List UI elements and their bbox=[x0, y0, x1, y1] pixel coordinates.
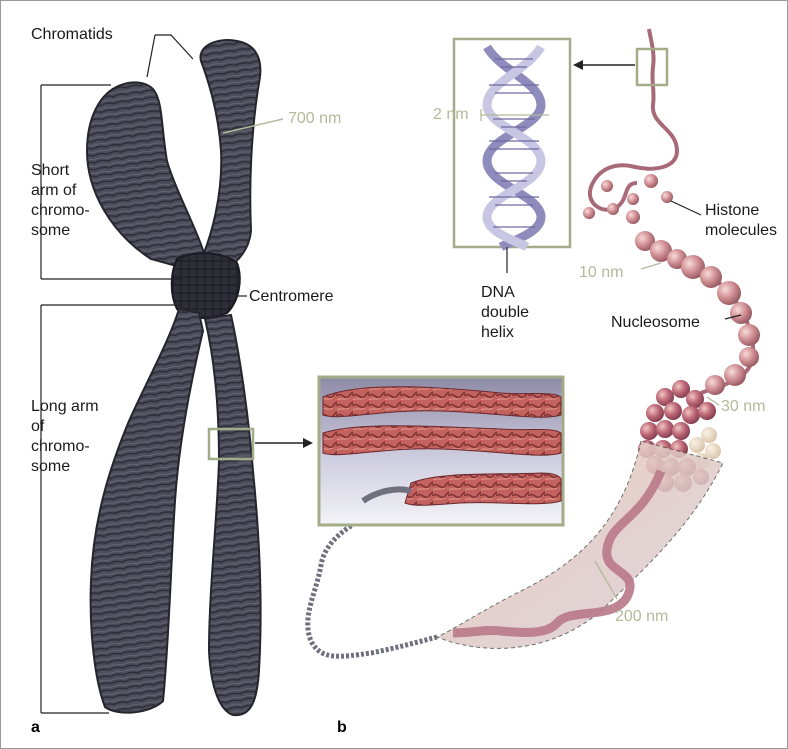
chromatid-right-upper bbox=[197, 40, 260, 271]
panel-label-b: b bbox=[337, 719, 347, 737]
chromatid-left-lower bbox=[91, 309, 203, 713]
measure-30nm: 30 nm bbox=[721, 397, 765, 417]
chromatid-left-upper bbox=[87, 82, 209, 275]
measure-2nm: 2 nm bbox=[433, 105, 469, 125]
label-chromatids: Chromatids bbox=[31, 25, 113, 45]
label-short-arm: Short arm of chromo- some bbox=[31, 161, 99, 241]
label-centromere: Centromere bbox=[249, 287, 333, 307]
label-long-arm: Long arm of chromo- some bbox=[31, 397, 99, 477]
measure-200nm: 200 nm bbox=[615, 607, 668, 627]
histone-molecules bbox=[583, 174, 673, 224]
label-nucleosome: Nucleosome bbox=[611, 313, 700, 333]
measure-10nm-line bbox=[641, 263, 661, 269]
label-dna-double-helix: DNA double helix bbox=[481, 283, 553, 343]
histone-leader bbox=[671, 201, 701, 215]
label-histone-molecules: Histone molecules bbox=[705, 201, 781, 241]
chromatin-loop-inset bbox=[319, 377, 563, 525]
panel-label-a: a bbox=[31, 719, 40, 737]
chromosome-illustration bbox=[87, 40, 313, 715]
centromere-knot bbox=[172, 253, 240, 318]
dna-zoom-arrow-head bbox=[573, 60, 583, 70]
zoom-arrow-head bbox=[303, 438, 313, 448]
measure-10nm: 10 nm bbox=[579, 263, 623, 283]
chromatid-right-lower bbox=[205, 315, 261, 715]
measure-700nm: 700 nm bbox=[288, 109, 341, 129]
